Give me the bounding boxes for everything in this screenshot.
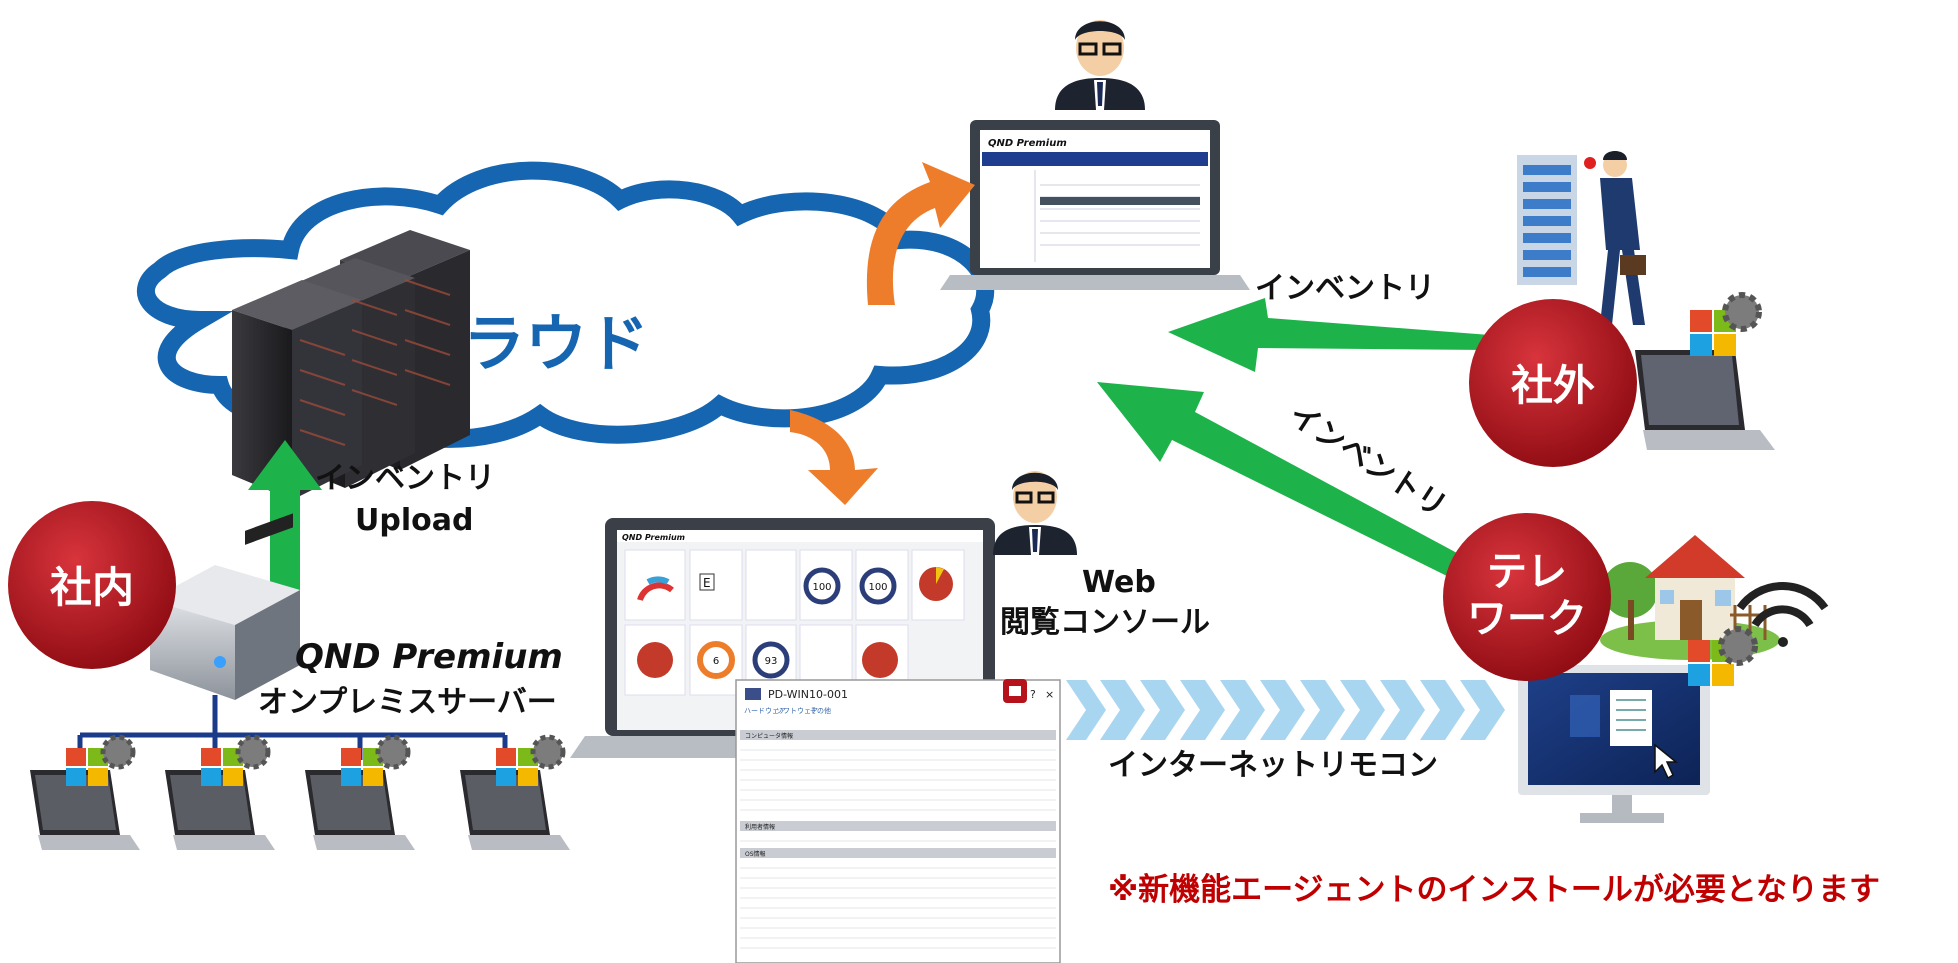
device-detail-popup: PD-WIN10-001 × ? ハードウェア ソフトウェア その他 コンピュー… [735,679,1061,963]
svg-text:社外: 社外 [1511,361,1595,410]
svg-text:E: E [703,576,711,590]
upload-label: インベントリ Upload [315,461,495,538]
cloud-server-rack-icon [232,230,470,500]
internal-laptop-icon-1 [30,734,140,850]
svg-text:100: 100 [868,582,887,593]
web-console-label: Web 閲覧コンソール [1000,565,1210,640]
admin-person-mid-icon [993,471,1077,555]
inventory-label-top: インベントリ [1255,271,1435,306]
svg-text:ソフトウェア: ソフトウェア [776,707,818,715]
svg-text:6: 6 [713,656,719,667]
inventory-arrow-top [1168,298,1490,372]
svg-text:Web: Web [1082,565,1156,600]
svg-text:テレ: テレ [1487,549,1567,595]
internal-laptop-icon-3 [305,734,415,850]
orange-arrow-top [866,162,975,305]
badge-internal: 社内 [8,501,176,669]
footnote: ※新機能エージェントのインストールが必要となります [1108,872,1880,908]
telework-monitor-icon [1518,665,1710,823]
orange-arrow-down [790,410,878,505]
svg-text:その他: その他 [810,706,831,715]
business-man-icon [1584,151,1646,325]
svg-text:?: ? [1030,688,1036,701]
admin-person-top-icon [1055,20,1145,110]
remote-control-chevrons [1066,680,1505,740]
badge-external: 社外 [1469,299,1637,467]
inventory-arrow-diag [1097,382,1470,580]
wifi-icon [1736,582,1829,647]
internal-laptop-icon-2 [165,734,275,850]
svg-text:社内: 社内 [50,563,134,612]
svg-text:ハードウェア: ハードウェア [744,707,786,715]
svg-text:コンピュータ情報: コンピュータ情報 [745,732,793,740]
admin-laptop-top: QND Premium [940,120,1250,290]
svg-text:ワーク: ワーク [1467,596,1587,642]
svg-text:OS情報: OS情報 [745,850,766,858]
svg-text:利用者情報: 利用者情報 [745,823,775,831]
office-building-icon [1517,155,1577,285]
svg-text:Upload: Upload [355,503,473,538]
internal-laptop-icon-4 [460,734,570,850]
external-laptop-icon [1635,350,1775,450]
remote-label: インターネットリモコン [1108,748,1438,783]
external-windows-logo-icon [1690,292,1762,356]
telework-windows-logo-icon [1688,626,1758,686]
onprem-server-icon [150,513,300,700]
svg-text:×: × [1045,688,1054,701]
onprem-brand: QND Premium [295,637,563,677]
svg-text:QND Premium: QND Premium [988,138,1067,149]
svg-text:PD-WIN10-001: PD-WIN10-001 [768,688,848,701]
badge-telework: テレ ワーク [1443,513,1611,681]
svg-text:100: 100 [812,582,831,593]
svg-text:QND Premium: QND Premium [622,533,685,542]
svg-text:93: 93 [765,656,778,667]
onprem-label: オンプレミスサーバー [258,685,557,720]
svg-text:閲覧コンソール: 閲覧コンソール [1000,605,1210,640]
upload-arrow [248,440,322,590]
svg-text:インベントリ: インベントリ [315,461,495,496]
